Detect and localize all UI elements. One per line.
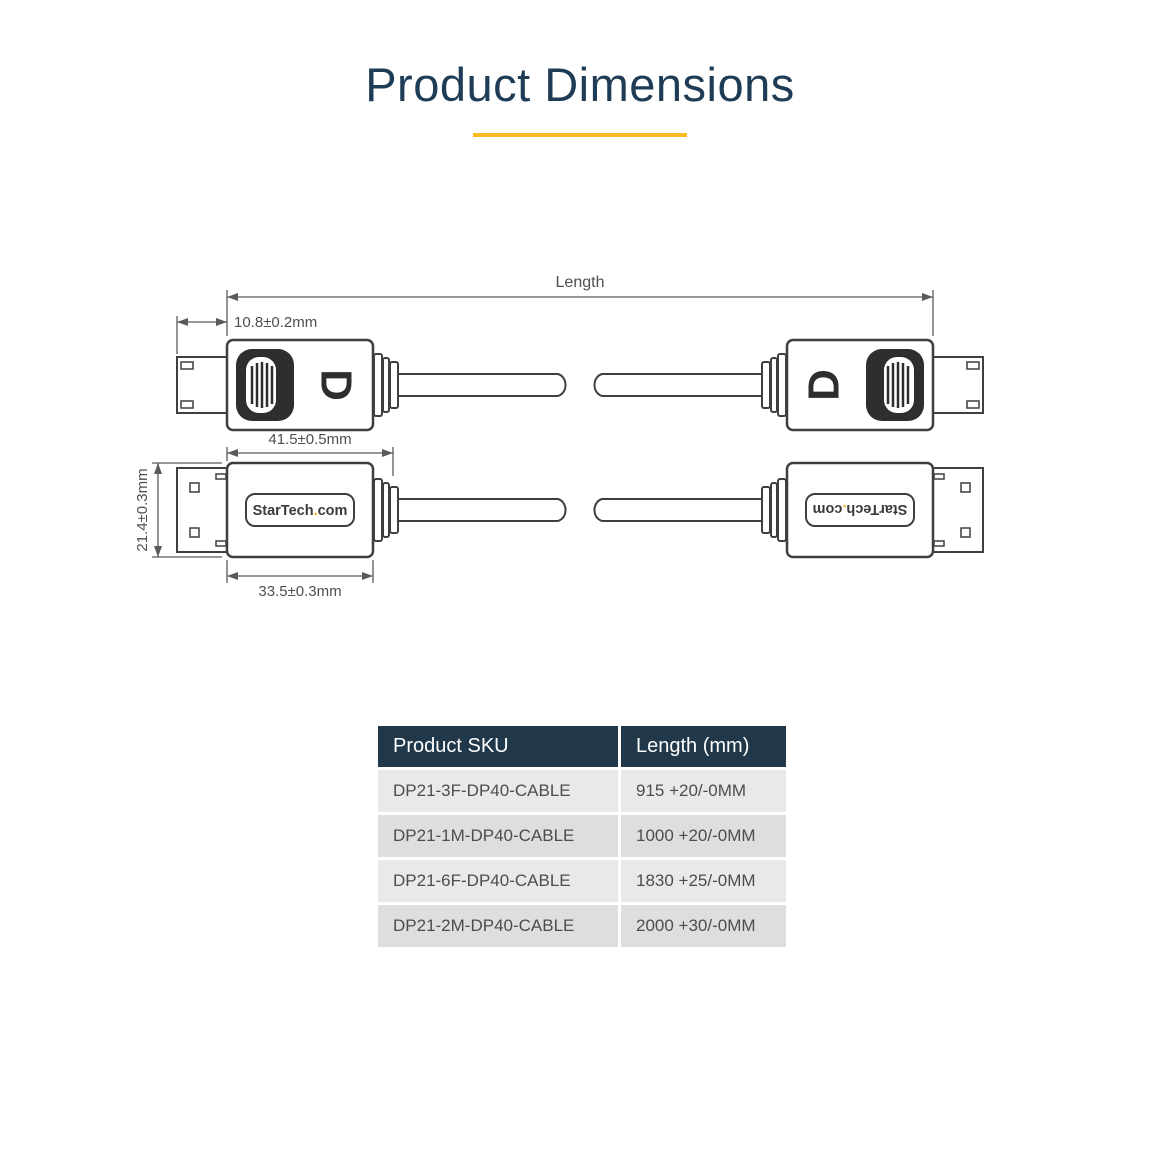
length-cell: 1830 +25/-0MM bbox=[621, 860, 786, 902]
sku-cell: DP21-6F-DP40-CABLE bbox=[378, 860, 618, 902]
length-cell: 2000 +30/-0MM bbox=[621, 905, 786, 947]
connector-side-view-right bbox=[593, 461, 985, 559]
body-width-dimension-label: 33.5±0.3mm bbox=[258, 583, 341, 600]
length-cell: 915 +20/-0MM bbox=[621, 770, 786, 812]
page-title: Product Dimensions bbox=[365, 58, 795, 111]
connector-top-view-right bbox=[593, 338, 985, 432]
title-underline bbox=[473, 133, 687, 137]
length-cell: 1000 +20/-0MM bbox=[621, 815, 786, 857]
brand-label-right: StarTech.com bbox=[813, 501, 908, 517]
brand-label-left: StarTech.com bbox=[253, 503, 348, 519]
displayport-logo-right: D bbox=[800, 369, 849, 401]
table-row: DP21-1M-DP40-CABLE 1000 +20/-0MM bbox=[378, 815, 786, 857]
sku-cell: DP21-2M-DP40-CABLE bbox=[378, 905, 618, 947]
displayport-logo-left: D bbox=[312, 369, 361, 401]
sku-column-header: Product SKU bbox=[378, 726, 618, 767]
height-dimension: 21.4±0.3mm bbox=[134, 462, 222, 558]
plug-width-dimension-label: 10.8±0.2mm bbox=[234, 314, 317, 331]
table-row: DP21-6F-DP40-CABLE 1830 +25/-0MM bbox=[378, 860, 786, 902]
body-length-dimension: 41.5±0.5mm bbox=[226, 431, 394, 476]
plug-width-dimension: 10.8±0.2mm bbox=[176, 314, 317, 354]
sku-cell: DP21-3F-DP40-CABLE bbox=[378, 770, 618, 812]
sku-table: Product SKU Length (mm) DP21-3F-DP40-CAB… bbox=[375, 723, 789, 950]
dimension-diagram: D D StarTech.com StarTech.com Length 10.… bbox=[134, 274, 985, 600]
length-dimension-label: Length bbox=[556, 274, 605, 291]
table-row: DP21-3F-DP40-CABLE 915 +20/-0MM bbox=[378, 770, 786, 812]
sku-cell: DP21-1M-DP40-CABLE bbox=[378, 815, 618, 857]
length-dimension: Length bbox=[226, 274, 934, 336]
table-header-row: Product SKU Length (mm) bbox=[378, 726, 786, 767]
length-column-header: Length (mm) bbox=[621, 726, 786, 767]
connector-top-view-left bbox=[175, 338, 567, 432]
connector-side-view-left bbox=[175, 461, 567, 559]
body-length-dimension-label: 41.5±0.5mm bbox=[268, 431, 351, 448]
sku-table-container: Product SKU Length (mm) DP21-3F-DP40-CAB… bbox=[375, 723, 789, 950]
body-width-dimension: 33.5±0.3mm bbox=[226, 560, 374, 600]
height-dimension-label: 21.4±0.3mm bbox=[134, 468, 151, 551]
table-row: DP21-2M-DP40-CABLE 2000 +30/-0MM bbox=[378, 905, 786, 947]
